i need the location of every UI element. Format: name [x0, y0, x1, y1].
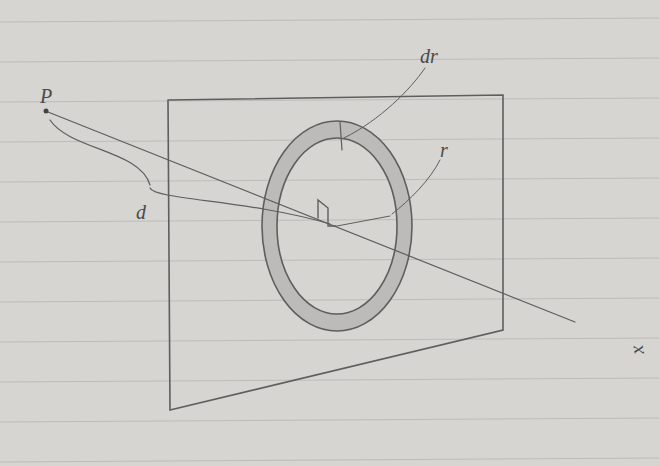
distance-label: d	[136, 202, 146, 222]
axis-label: x	[626, 344, 647, 356]
radius-label: r	[440, 140, 448, 160]
point-label: P	[40, 86, 52, 106]
ring-width-label: dr	[420, 46, 438, 66]
